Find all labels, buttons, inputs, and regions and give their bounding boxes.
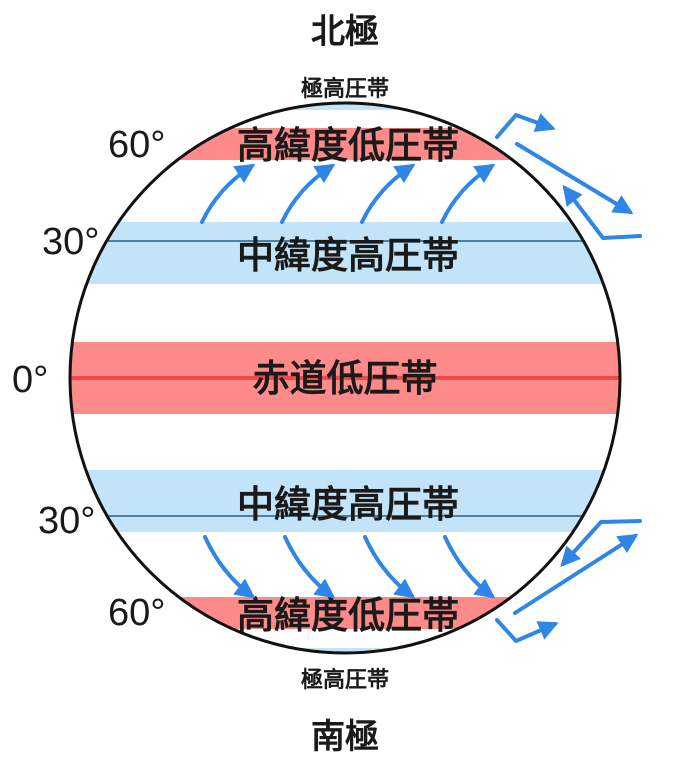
cell-arrow-ascending-icon [513, 533, 639, 615]
westerly-arrow-icon [363, 535, 416, 599]
westerly-arrow-icon [283, 535, 336, 599]
westerly-arrow-icon [440, 163, 496, 224]
westerly-arrow-icon [200, 163, 256, 224]
northern-circulation-cell [495, 113, 642, 240]
latitude-n60-label: 60° [108, 124, 165, 166]
south-polar-high-label: 極高圧帯 [301, 667, 389, 693]
north-polar-high-label: 極高圧帯 [301, 76, 389, 102]
southern-westerlies [203, 535, 496, 599]
cell-arrow-return-icon [562, 184, 642, 240]
westerly-arrow-icon [443, 535, 496, 599]
south-subtropical-high-band [70, 470, 620, 532]
south-subpolar-low-label: 高緯度低圧帯 [237, 594, 459, 637]
north-subpolar-low-label: 高緯度低圧帯 [237, 124, 459, 167]
westerly-arrow-icon [360, 163, 416, 224]
north-subtropical-high-band [70, 222, 620, 284]
northern-westerlies [200, 163, 496, 224]
latitude-0-label: 0° [12, 359, 48, 401]
latitude-s60-label: 60° [108, 592, 165, 634]
equatorial-low-label: 赤道低圧帯 [253, 357, 438, 400]
southern-circulation-cell [495, 519, 642, 643]
latitude-s30-label: 30° [38, 500, 95, 542]
cell-arrow-upper-icon [495, 113, 556, 139]
south-subtropical-high-label: 中緯度高圧帯 [237, 483, 459, 526]
north-subtropical-high-label: 中緯度高圧帯 [237, 234, 459, 277]
latitude-n30-label: 30° [42, 221, 99, 263]
westerly-arrow-icon [203, 535, 256, 599]
north-polar-high-band [70, 103, 620, 110]
cell-arrow-descending-icon [515, 142, 634, 215]
cell-arrow-lower-icon [495, 618, 559, 643]
south-polar-high-band [70, 648, 620, 653]
north-pole-label: 北極 [311, 12, 379, 52]
cell-arrow-return-icon [560, 519, 642, 567]
south-pole-label: 南極 [311, 717, 379, 757]
globe-outline [68, 101, 622, 655]
westerly-arrow-icon [280, 163, 336, 224]
